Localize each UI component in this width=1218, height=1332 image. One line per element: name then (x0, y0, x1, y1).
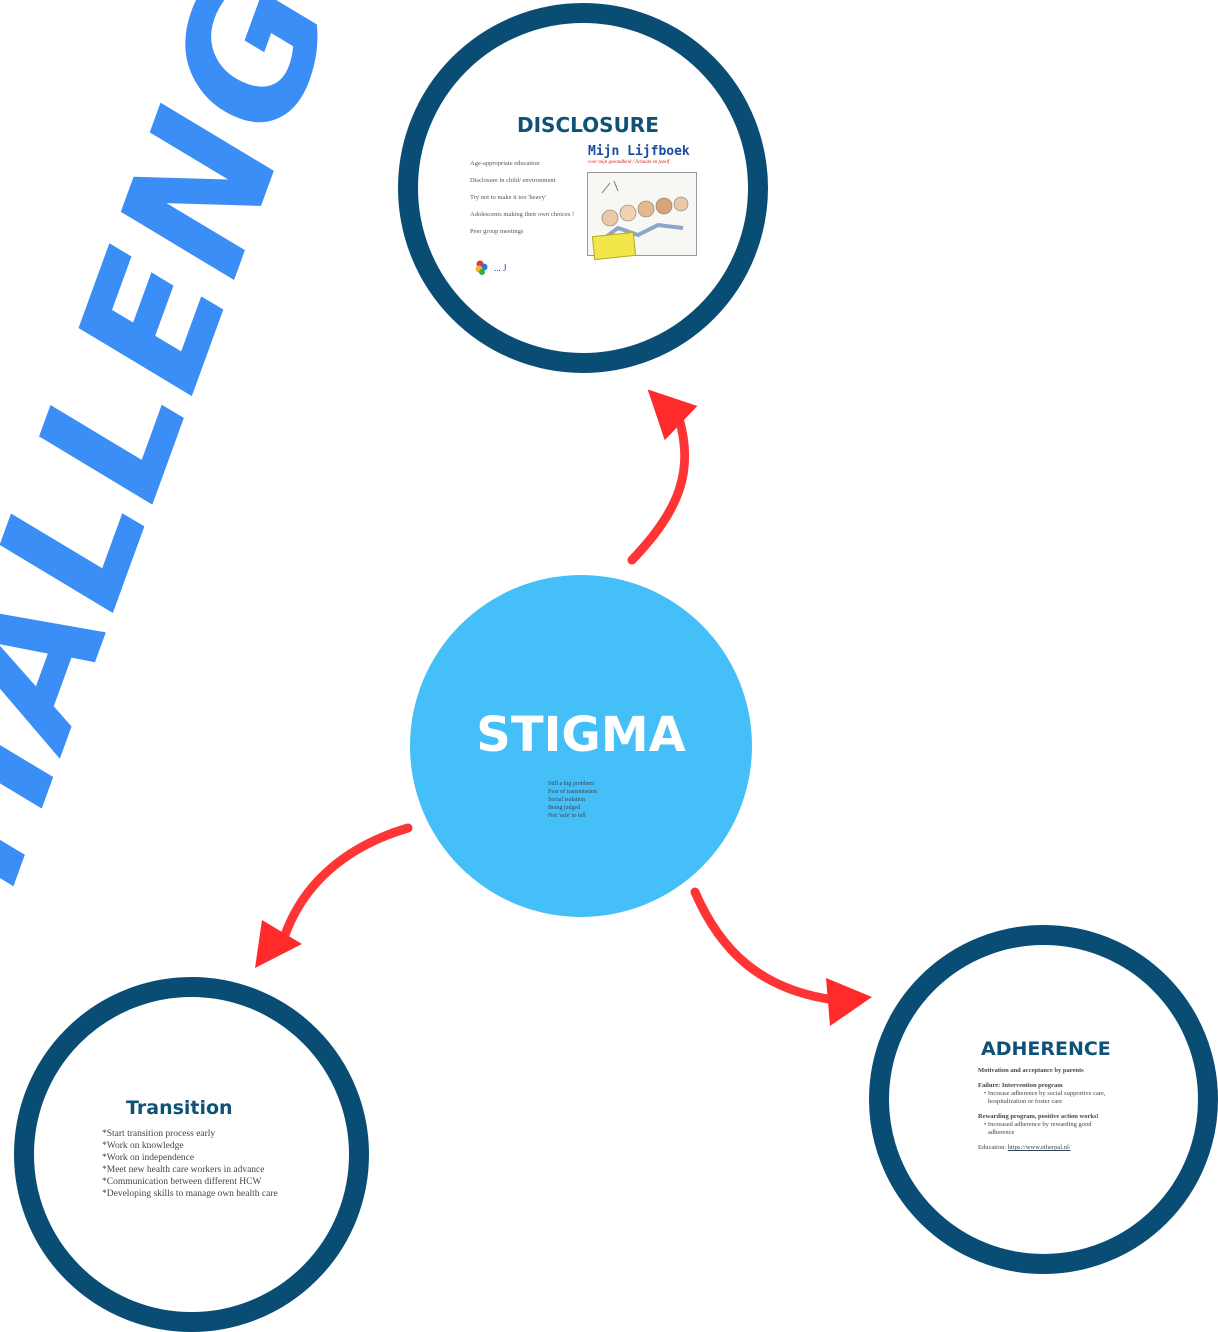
flower-logo-icon (475, 260, 488, 275)
adherence-text: Motivation and acceptance by parents Fai… (978, 1067, 1106, 1152)
failure-item: • Increase adherence by social supportiv… (984, 1090, 1106, 1097)
list-item: *Start transition process early (102, 1129, 216, 1139)
stigma-circle[interactable]: STIGMA Still a big problem! Fear of tran… (410, 575, 752, 917)
reward-item-cont: adherence (988, 1129, 1015, 1136)
list-item: Not 'safe' to tell (548, 813, 586, 819)
stigma-title: STIGMA (476, 707, 686, 763)
transition-list: *Start transition process early *Work on… (102, 1128, 278, 1200)
list-item: Peer group meetings (470, 228, 524, 235)
list-item: *Communication between different HCW (102, 1177, 262, 1187)
sticky-note (591, 231, 637, 261)
book-subtitle: voor mijn gezondheid / lichaam en jezelf (588, 160, 670, 165)
list-item: Age-appropriate education (470, 160, 540, 167)
logo-text: ... J (494, 263, 507, 273)
adherence-line: Motivation and acceptance by parents (978, 1067, 1084, 1074)
list-item: *Work on independence (102, 1153, 195, 1163)
list-item: Social isolation (548, 797, 586, 803)
list-item: Fear of transmission (548, 789, 597, 795)
list-item: Still a big problem! (548, 781, 595, 787)
book-illustration-image (587, 172, 697, 256)
arrow-to-disclosure (627, 389, 698, 565)
list-item: Try not to make it too 'heavy' (470, 194, 547, 201)
disclosure-circle[interactable] (398, 3, 768, 373)
reward-heading: Rewarding program, positive action works… (978, 1113, 1099, 1120)
education-link[interactable]: https://www.etherpal.nl/ (1007, 1144, 1071, 1151)
education-label: Education: (978, 1144, 1008, 1151)
reward-item: • Increased adherence by rewarding good (984, 1121, 1092, 1128)
list-item: Being judged (548, 805, 581, 811)
failure-item-cont: hospitalization or foster care (988, 1098, 1063, 1105)
list-item: Disclosure in child/ environment (470, 177, 556, 184)
disclosure-list: Age-appropriate education Disclosure in … (470, 160, 574, 245)
transition-title: Transition (126, 1097, 233, 1119)
disclosure-title: DISCLOSURE (517, 113, 659, 137)
book-title: Mijn Lijfboek (588, 144, 690, 159)
list-item: *Developing skills to manage own health … (102, 1189, 278, 1199)
list-item: *Work on knowledge (102, 1141, 184, 1151)
arrow-to-adherence (690, 887, 872, 1026)
education-line: Education: https://www.etherpal.nl/ (978, 1144, 1106, 1152)
list-item: *Meet new health care workers in advance (102, 1165, 265, 1175)
failure-heading: Failure: Intervention program (978, 1082, 1063, 1089)
list-item: Adolescents making their own choices ! (470, 211, 575, 218)
arrow-to-transition (255, 823, 413, 968)
book-illustration-icon (596, 180, 689, 245)
stigma-list: Still a big problem! Fear of transmissio… (548, 780, 597, 820)
adherence-title: ADHERENCE (981, 1038, 1111, 1060)
